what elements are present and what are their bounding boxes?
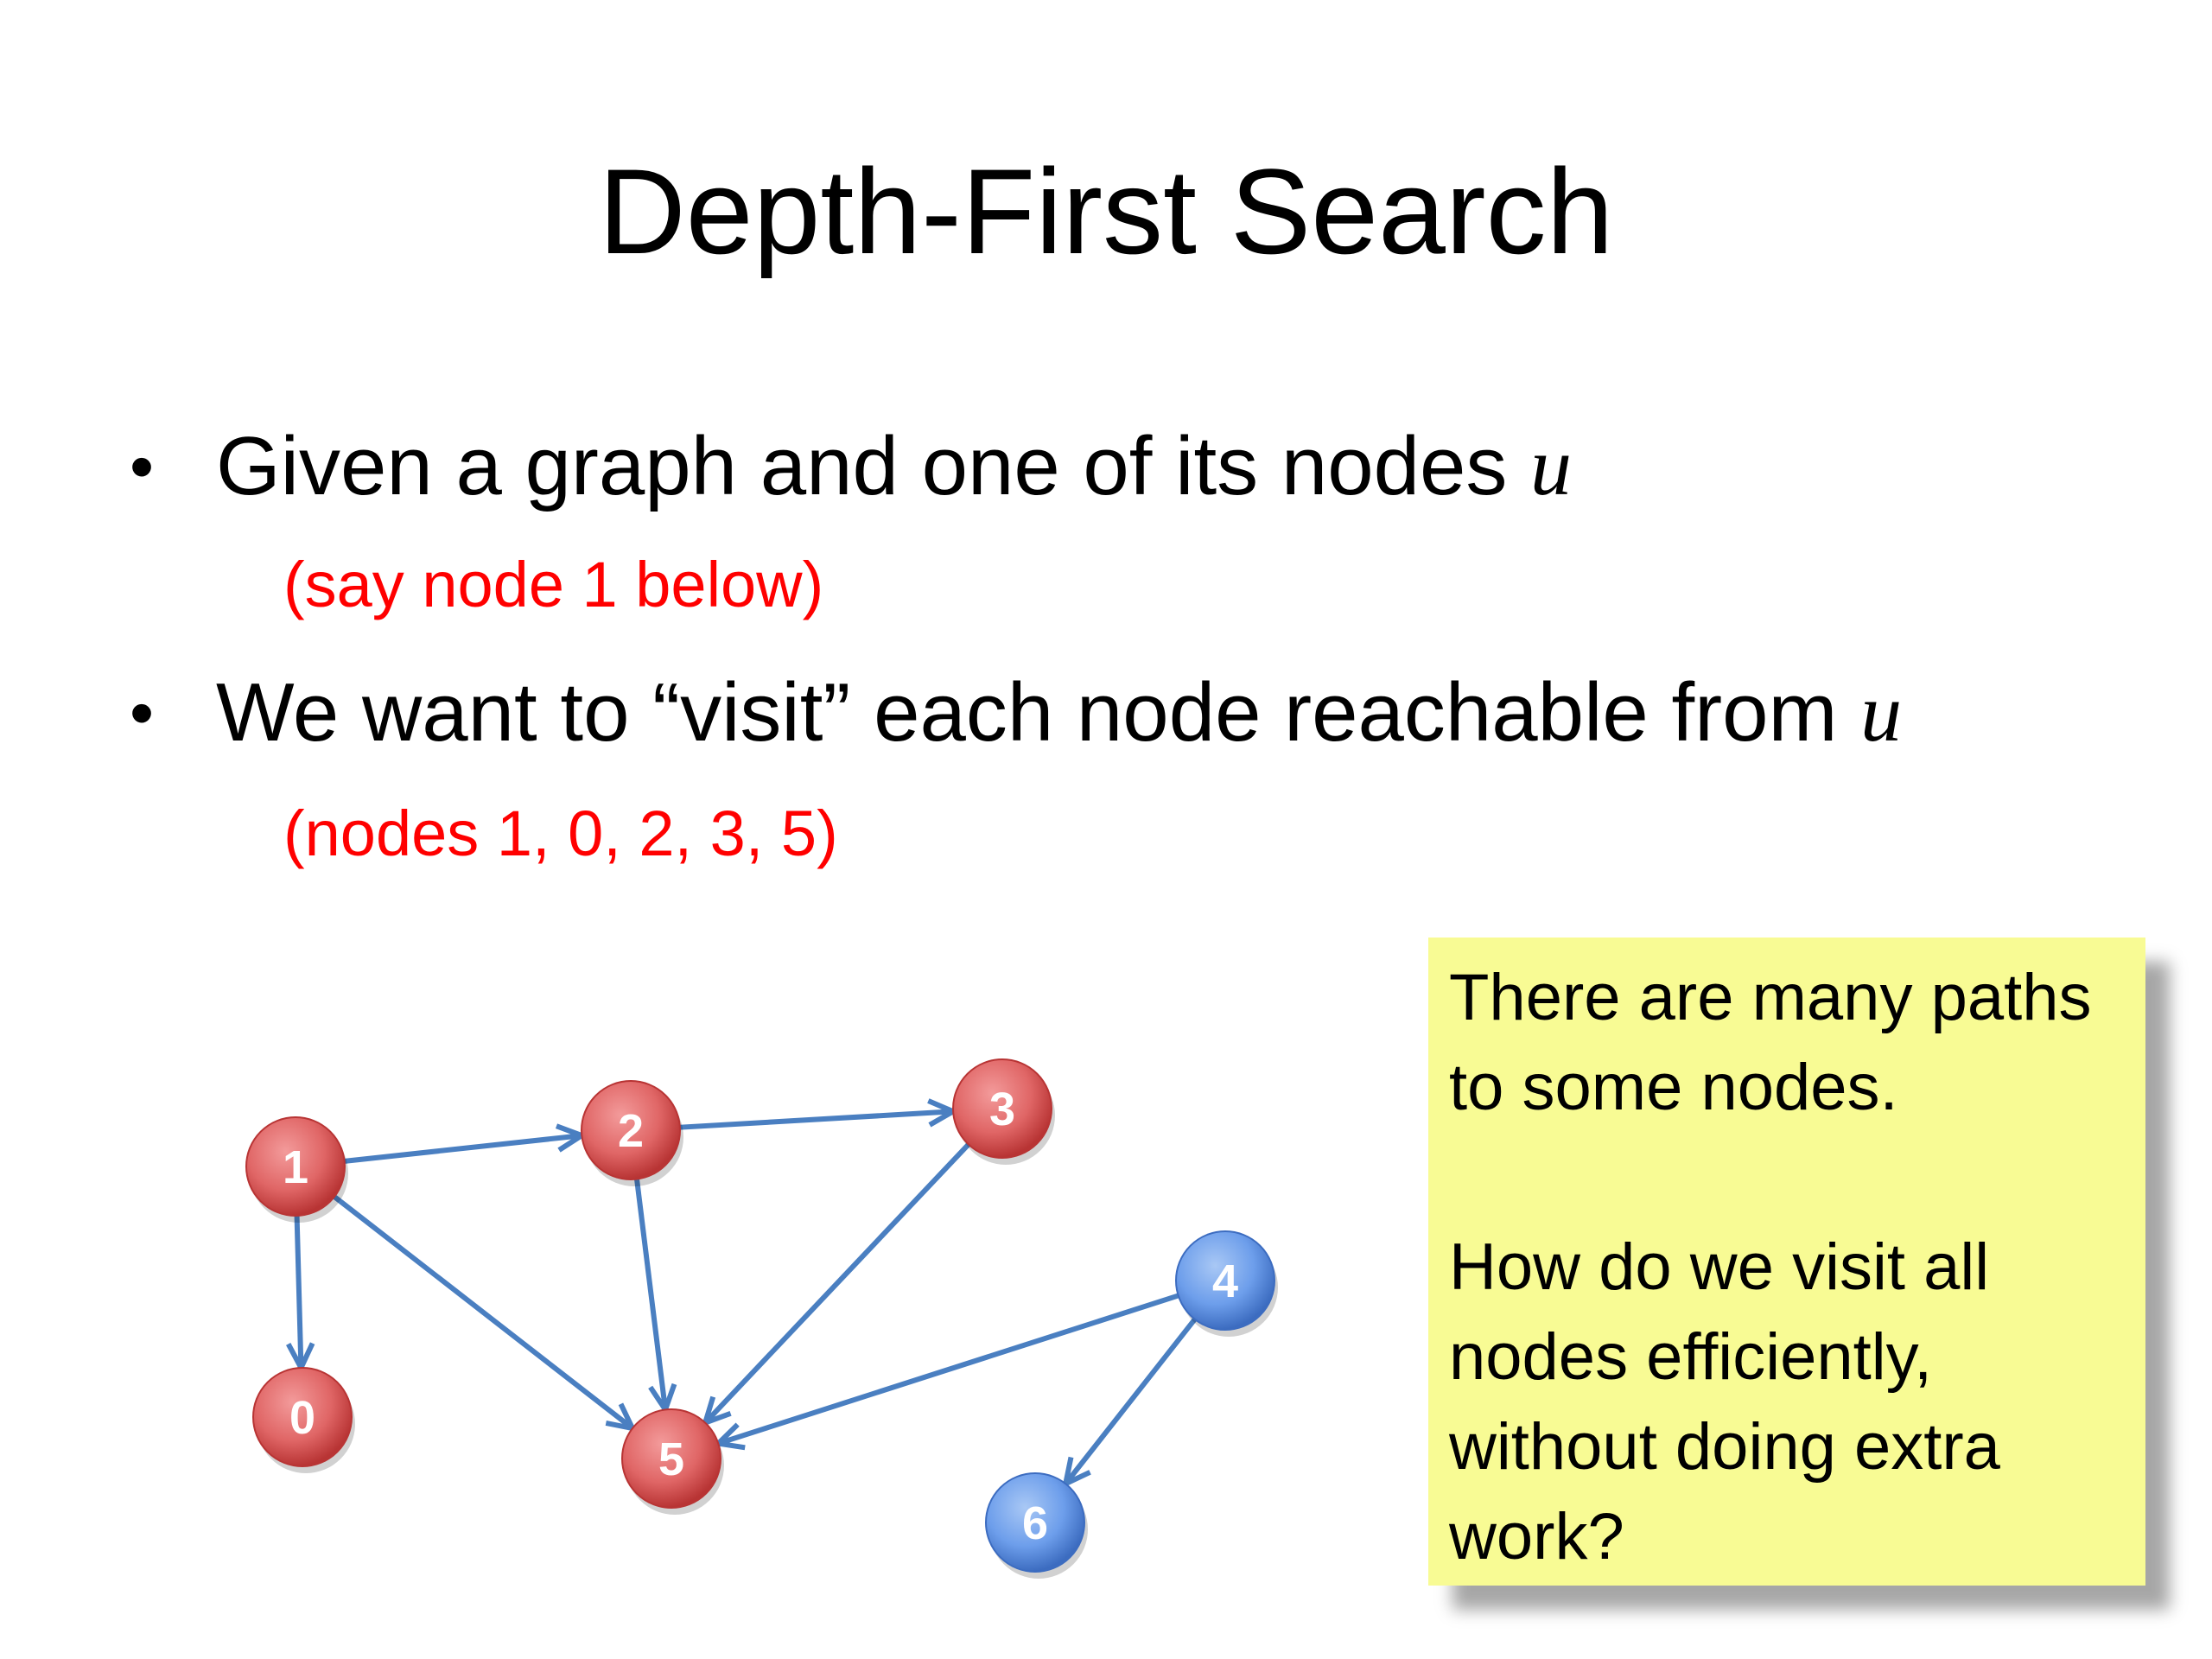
node-label: 6 bbox=[1022, 1497, 1048, 1549]
node-6: 6 bbox=[985, 1472, 1088, 1579]
node-4: 4 bbox=[1175, 1230, 1278, 1337]
edge-2-to-5 bbox=[634, 1179, 677, 1416]
note-line-6: work? bbox=[1449, 1500, 1624, 1573]
note-line-3: How do we visit all bbox=[1449, 1230, 1990, 1304]
bullet-1-label: Given a graph and one of its nodes bbox=[216, 420, 1531, 512]
node-circle bbox=[621, 1408, 721, 1509]
edge-1-to-0 bbox=[286, 1215, 315, 1374]
edge-1-to-2 bbox=[344, 1123, 588, 1164]
bullet-1-variable: u bbox=[1530, 420, 1573, 512]
node-circle bbox=[985, 1472, 1085, 1573]
edge-3-to-5 bbox=[701, 1142, 971, 1427]
node-5: 5 bbox=[621, 1408, 724, 1515]
bullet-2-variable: u bbox=[1860, 666, 1903, 759]
bullet-2-text: We want to “visit” each node reachable f… bbox=[216, 661, 1902, 765]
note-line-1: There are many paths bbox=[1449, 961, 2092, 1034]
node-3: 3 bbox=[952, 1058, 1055, 1165]
note-line-2: to some nodes. bbox=[1449, 1051, 1898, 1124]
bullet-dot: • bbox=[130, 428, 155, 505]
bullet-2-label: We want to “visit” each node reachable f… bbox=[216, 666, 1861, 759]
node-label: 5 bbox=[658, 1433, 684, 1485]
node-label: 3 bbox=[989, 1084, 1015, 1135]
node-label: 2 bbox=[618, 1105, 644, 1157]
node-circle bbox=[952, 1058, 1052, 1159]
note-gap bbox=[1449, 1133, 2125, 1223]
edge-4-to-6 bbox=[1062, 1317, 1198, 1489]
node-label: 4 bbox=[1212, 1255, 1238, 1307]
bullet-dot: • bbox=[130, 674, 155, 751]
sticky-note: There are many paths to some nodes. How … bbox=[1428, 938, 2145, 1586]
edge-1-to-5 bbox=[333, 1194, 638, 1433]
node-circle bbox=[252, 1367, 353, 1467]
node-1: 1 bbox=[245, 1116, 348, 1223]
node-0: 0 bbox=[252, 1367, 355, 1473]
bullet-1-note: (say node 1 below) bbox=[283, 549, 824, 620]
note-line-4: nodes efficiently, bbox=[1449, 1320, 1933, 1394]
nodes-layer: 0 1 2 3 4 5 6 bbox=[245, 1058, 1278, 1579]
edge-4-to-5 bbox=[712, 1293, 1179, 1451]
edge-2-to-3 bbox=[679, 1098, 959, 1130]
bullet-2-note: (nodes 1, 0, 2, 3, 5) bbox=[283, 798, 838, 869]
node-circle bbox=[581, 1080, 681, 1180]
note-line-5: without doing extra bbox=[1449, 1410, 2000, 1484]
node-label: 0 bbox=[289, 1392, 315, 1444]
bullet-1-text: Given a graph and one of its nodes u bbox=[216, 415, 1572, 518]
node-2: 2 bbox=[581, 1080, 683, 1186]
slide-title: Depth-First Search bbox=[598, 143, 1614, 279]
edges-layer bbox=[286, 1098, 1198, 1489]
node-label: 1 bbox=[283, 1141, 308, 1193]
node-circle bbox=[1175, 1230, 1275, 1331]
node-circle bbox=[245, 1116, 346, 1217]
